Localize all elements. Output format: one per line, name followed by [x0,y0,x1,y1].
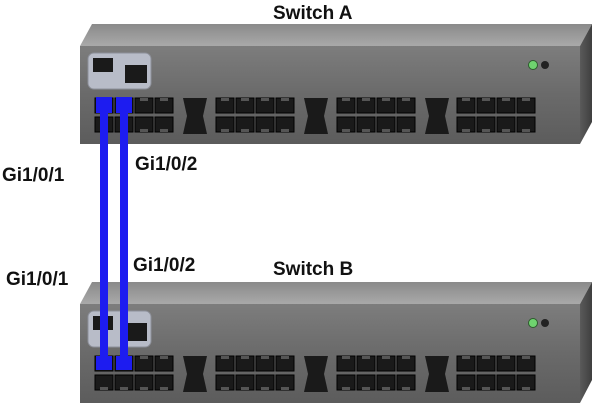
cable-1 [100,110,108,358]
switch-a-port-tab [502,98,510,101]
switch-b-port-tab [140,356,148,359]
switch-a-sfp-slot-1 [183,98,207,134]
switch-a-port-tab [342,98,350,101]
switch-a-port-tab [261,98,269,101]
switch-a-port-tab [261,129,269,132]
switch-a-port-tab [140,98,148,101]
switch-a-port-tab [362,129,370,132]
switch-b-port-tab [160,356,168,359]
switch-b-port-tab [402,387,410,390]
switch-b-mgmt-port [125,323,147,341]
switch-a-top [80,24,592,46]
switch-a-port-tab [160,129,168,132]
switch-b-power-led [541,319,549,327]
switch-b-side [580,282,592,403]
switch-a-port-tab [362,98,370,101]
switch-b-port-tab [382,356,390,359]
cables [96,97,132,370]
switch-b-port-tab [482,387,490,390]
switch-b-port-tab [160,387,168,390]
switch-b-port-tab [362,387,370,390]
switch-b-port-label-1: Gi1/0/1 [6,269,69,290]
switch-b-port-tab [241,356,249,359]
switch-b-connector-2 [116,356,132,370]
switch-a-port-tab [221,129,229,132]
switch-b-sfp-slot-1 [183,356,207,392]
switch-a-port-tab [482,129,490,132]
switch-b-port-tab [221,356,229,359]
switch-b-port-tab [281,387,289,390]
switch-a-port-tab [502,129,510,132]
switch-a-side [580,24,592,144]
switch-a-port-tab [522,98,530,101]
switch-a-connector-1 [96,97,112,113]
cable-2 [120,110,128,358]
switch-b-port-tab [241,387,249,390]
switch-a-port-tab [281,98,289,101]
switch-a-port-tab [462,98,470,101]
switch-a-sfp-slot-3 [425,98,449,134]
switch-b-port-label-2: Gi1/0/2 [133,255,196,276]
switch-a [80,24,592,144]
switch-b-port-tab [281,356,289,359]
switch-a-port-tab [382,129,390,132]
switch-a-port-label-2: Gi1/0/2 [135,154,198,175]
switch-b-port-tab [120,387,128,390]
switch-a-mgmt-port [125,65,147,83]
switch-a-port-tab [241,129,249,132]
switch-b-port-tab [502,387,510,390]
switch-b-port-tab [462,356,470,359]
switch-b-connector-1 [96,356,112,370]
switch-a-connector-2 [116,97,132,113]
switch-a-port-tab [462,129,470,132]
switch-b-port-tab [140,387,148,390]
switch-b-status-led [528,318,538,328]
switch-b-port-tab [402,356,410,359]
switch-a-sfp-slot-2 [304,98,328,134]
switch-b-port-tab [522,356,530,359]
switch-a-port-tab [382,98,390,101]
switch-b-port-tab [362,356,370,359]
switch-a-port-tab [281,129,289,132]
switch-b-port-tab [261,356,269,359]
switch-b-port-tab [342,356,350,359]
switch-a-port-tab [241,98,249,101]
switch-a-title: Switch A [273,3,353,24]
switch-a-port-tab [402,98,410,101]
switch-b-port-tab [482,356,490,359]
switch-b-top [80,282,592,304]
switch-a-status-led [528,60,538,70]
switch-b-port-tab [261,387,269,390]
switch-b-port-tab [462,387,470,390]
switch-b [80,282,592,403]
switch-a-power-led [541,61,549,69]
switch-a-port-tab [522,129,530,132]
switch-b-port-tab [221,387,229,390]
switch-b-sfp-slot-2 [304,356,328,392]
switch-b-port-tab [522,387,530,390]
switch-a-port-label-1: Gi1/0/1 [2,165,65,186]
switch-b-title: Switch B [273,259,354,280]
switch-a-port-tab [221,98,229,101]
switch-a-port-tab [342,129,350,132]
switch-b-port-tab [342,387,350,390]
switch-b-port-tab [382,387,390,390]
switch-b-port-tab [100,387,108,390]
switch-a-port-tab [160,98,168,101]
switch-a-console-port [93,58,113,72]
switch-b-sfp-slot-3 [425,356,449,392]
switch-a-port-tab [402,129,410,132]
switch-b-port-tab [502,356,510,359]
switch-a-port-tab [140,129,148,132]
switch-a-port-tab [482,98,490,101]
